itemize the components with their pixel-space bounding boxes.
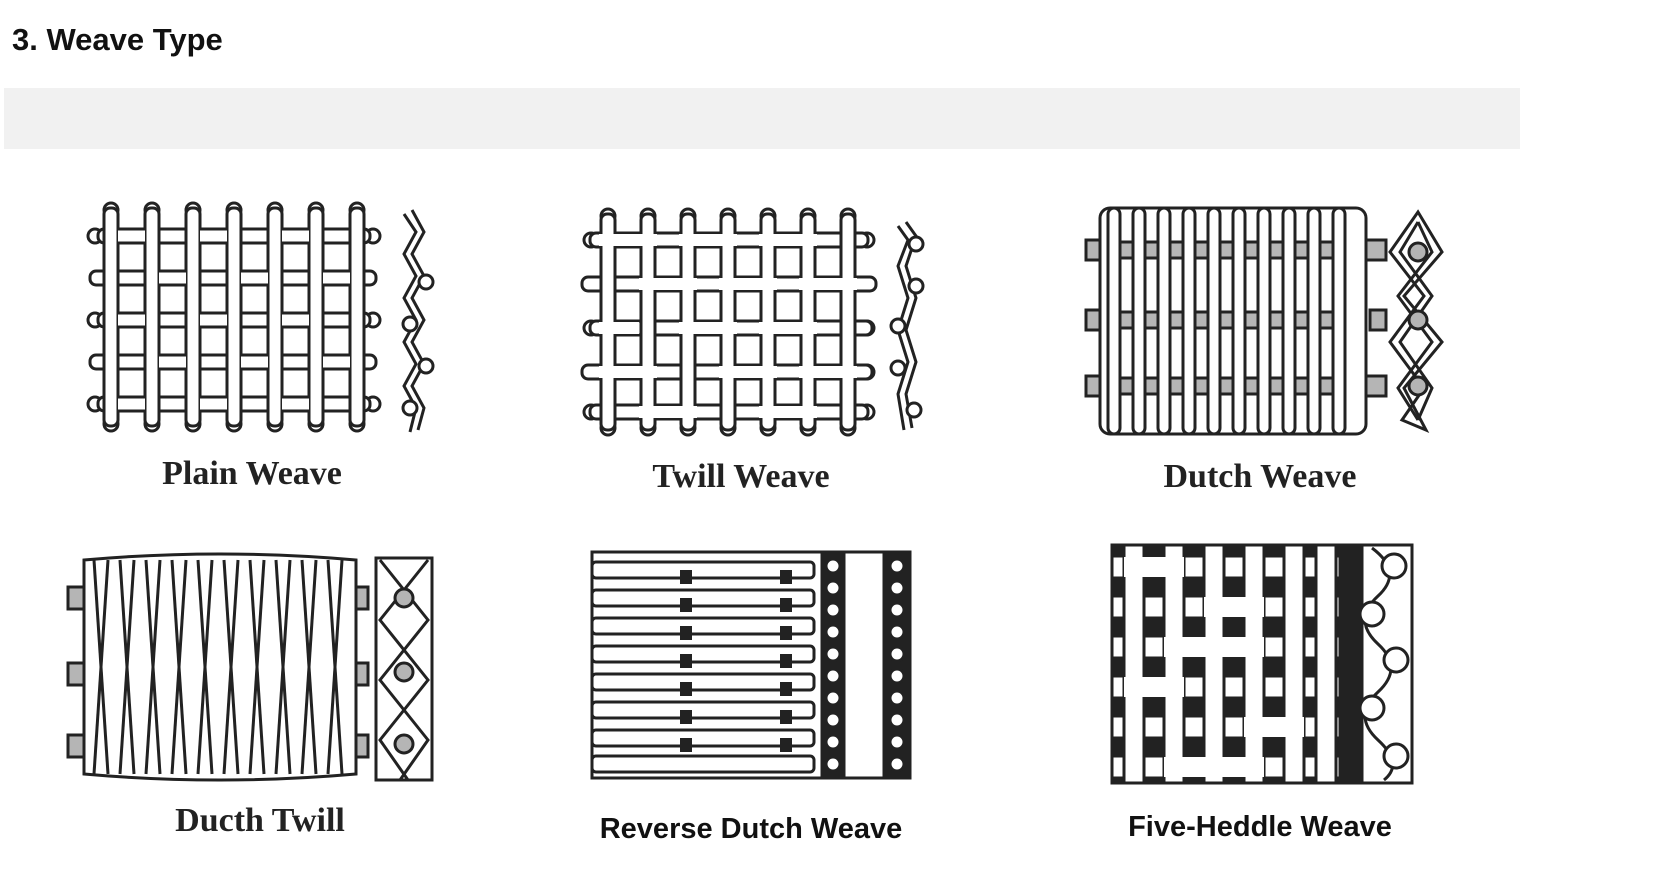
dutch-weave-diagram (1084, 206, 1444, 436)
grey-band (4, 88, 1520, 149)
plain-weave-cross-section (401, 209, 435, 433)
dutch-twill-cross-section (374, 556, 434, 782)
reverse-dutch-warp-knots (680, 570, 792, 752)
section-title: 3. Weave Type (12, 22, 223, 57)
five-heddle-cross-section (1358, 543, 1414, 785)
twill-weave-interlace (599, 234, 857, 418)
reverse-dutch-weave-label: Reverse Dutch Weave (600, 813, 903, 845)
dutch-weave-label: Dutch Weave (1164, 458, 1357, 495)
five-heddle-weave-diagram (1110, 543, 1414, 785)
reverse-dutch-cross-section-left (820, 550, 846, 780)
plain-weave-label: Plain Weave (162, 455, 342, 492)
dutch-twill-label: Ducth Twill (175, 802, 345, 839)
dutch-weave-cross-section (1388, 209, 1444, 433)
dutch-weave-weft (1118, 240, 1335, 396)
twill-weave-cross-section (889, 221, 925, 431)
reverse-dutch-cross-section-right (882, 550, 912, 780)
reverse-dutch-weft-rows (590, 560, 816, 774)
dutch-twill-diagram (66, 552, 434, 782)
reverse-dutch-weave-diagram (590, 550, 912, 780)
dutch-twill-strands (92, 559, 344, 775)
twill-weave-label: Twill Weave (652, 458, 829, 495)
plain-weave-interlace (118, 227, 350, 413)
five-heddle-floats (1124, 557, 1304, 777)
twill-weave-diagram (580, 207, 925, 437)
five-heddle-weave-label: Five-Heddle Weave (1128, 811, 1392, 843)
plain-weave-diagram (86, 201, 435, 433)
